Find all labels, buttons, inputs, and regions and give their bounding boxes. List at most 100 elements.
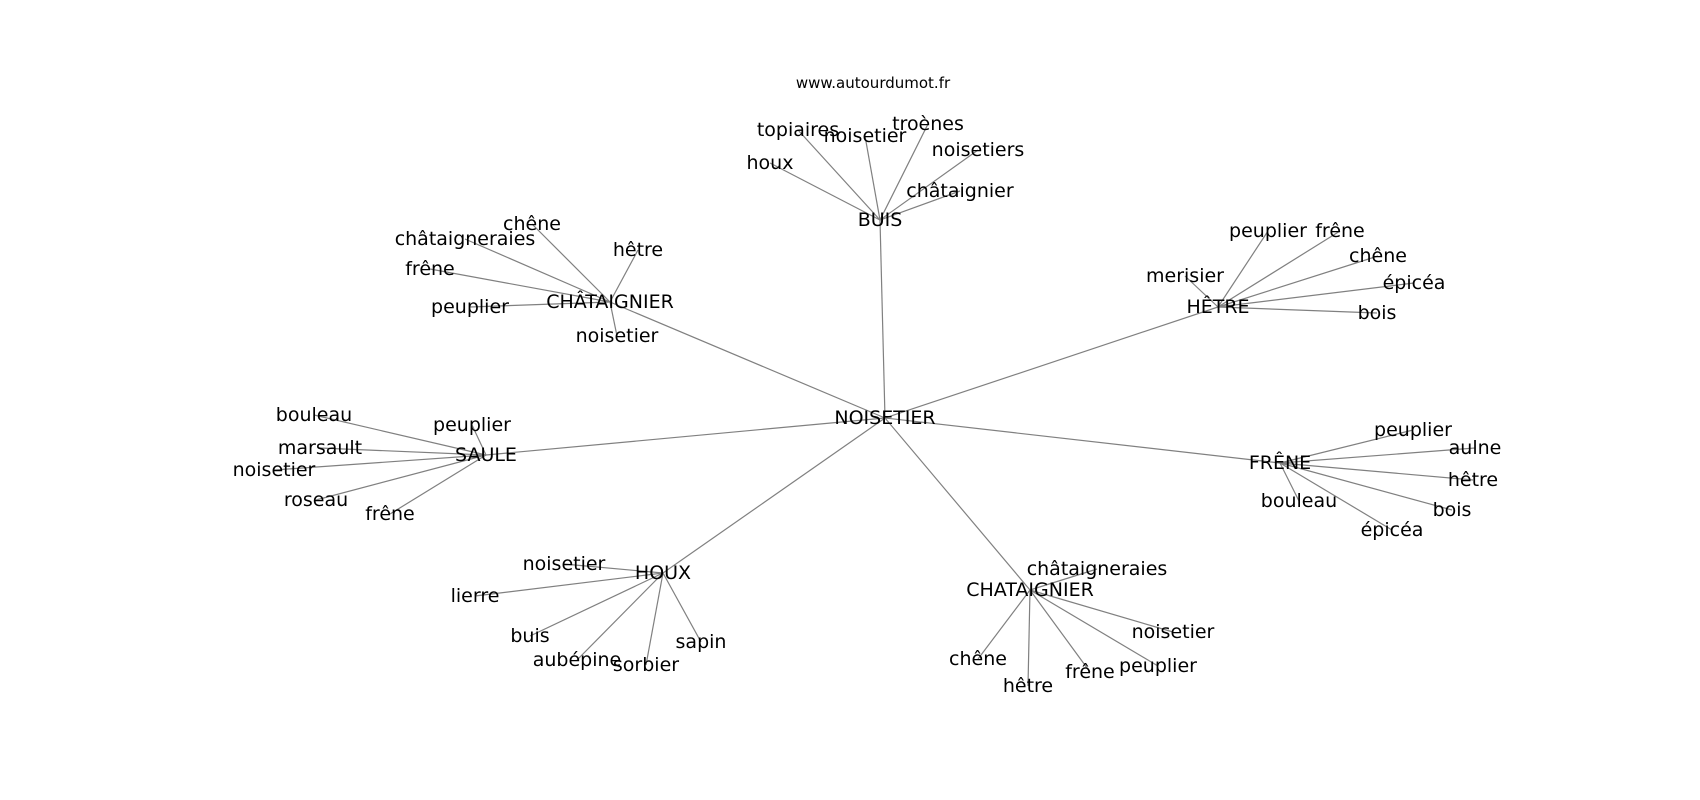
edge-buis-topiaires [797, 129, 881, 221]
node-leaf-peuplier[interactable]: peuplier [1229, 220, 1307, 242]
node-leaf-hetre[interactable]: hêtre [1003, 675, 1053, 697]
edge-saule-roseau [315, 454, 487, 501]
edge-hetre-bois [1217, 306, 1378, 314]
node-leaf-aubepine[interactable]: aubépine [533, 649, 622, 671]
edge-chataignier-peuplier [1029, 589, 1159, 667]
edge-center-houx [662, 417, 886, 574]
edge-frene-peuplier [1279, 429, 1414, 464]
edge-chataignier-chataigneraies [1029, 568, 1098, 591]
node-leaf-chataigneraies[interactable]: châtaigneraies [395, 228, 536, 250]
node-leaf-marsault[interactable]: marsault [278, 437, 362, 459]
node-leaf-chataigneraies[interactable]: châtaigneraies [1027, 558, 1168, 580]
edge-frene-bois [1279, 462, 1453, 511]
edge-houx-sapin [662, 572, 702, 643]
edge-saule-bouleau [313, 414, 487, 456]
labels: NOISETIERBUIShouxtopiairesnoisetiertroèn… [233, 113, 1502, 697]
edge-chataignier-noisetier [609, 301, 618, 337]
edge-hetre-frene [1217, 230, 1341, 308]
edge-center-chataignier [884, 417, 1031, 591]
edge-frene-epicea [1279, 462, 1393, 531]
edge-center-hetre [884, 306, 1219, 419]
node-hub-hetre[interactable]: HÊTRE [1186, 295, 1249, 318]
node-leaf-chataignier[interactable]: châtaignier [906, 180, 1014, 202]
edge-saule-marsault [319, 447, 487, 456]
edge-houx-aubepine [576, 572, 664, 661]
edge-center-chataignier [609, 301, 886, 419]
edge-chataignier-chene [977, 589, 1031, 660]
edge-chataignier-noisetier [1029, 589, 1174, 633]
edge-frene-hetre [1279, 462, 1474, 481]
node-leaf-bois[interactable]: bois [1433, 499, 1472, 521]
node-center[interactable]: NOISETIER [834, 407, 935, 429]
edge-buis-noisetier [864, 135, 881, 221]
node-leaf-frene[interactable]: frêne [405, 258, 455, 280]
node-leaf-troenes[interactable]: troènes [892, 113, 964, 135]
edge-frene-aulne [1279, 447, 1476, 464]
edge-buis-houx [769, 162, 881, 221]
node-hub-saule[interactable]: SAULE [455, 444, 517, 466]
edge-center-frene [884, 417, 1281, 464]
node-leaf-frene[interactable]: frêne [1315, 220, 1365, 242]
node-hub-frene[interactable]: FRÊNE [1249, 451, 1311, 474]
node-leaf-bouleau[interactable]: bouleau [1261, 490, 1337, 512]
node-leaf-lierre[interactable]: lierre [451, 585, 500, 607]
node-leaf-noisetier[interactable]: noisetier [1132, 621, 1215, 643]
node-hub-chataignier[interactable]: CHÂTAIGNIER [546, 290, 674, 313]
node-leaf-peuplier[interactable]: peuplier [431, 296, 509, 318]
node-leaf-topiaires[interactable]: topiaires [757, 119, 839, 141]
edge-frene-bouleau [1279, 462, 1300, 502]
node-leaf-roseau[interactable]: roseau [284, 489, 348, 511]
node-leaf-peuplier[interactable]: peuplier [433, 414, 511, 436]
node-leaf-aulne[interactable]: aulne [1449, 437, 1502, 459]
node-leaf-sorbier[interactable]: sorbier [613, 654, 679, 676]
node-leaf-hetre[interactable]: hêtre [1448, 469, 1498, 491]
edge-saule-noisetier [273, 454, 487, 471]
edge-buis-troenes [879, 123, 929, 221]
edge-center-saule [485, 417, 886, 456]
edge-chataignier-chene [531, 223, 611, 303]
node-leaf-chene[interactable]: chêne [503, 213, 561, 235]
edge-chataignier-frene [429, 268, 611, 303]
node-leaf-bois[interactable]: bois [1358, 302, 1397, 324]
edges [273, 123, 1476, 687]
node-leaf-houx[interactable]: houx [747, 152, 794, 174]
node-leaf-buis[interactable]: buis [510, 625, 549, 647]
node-leaf-noisetier[interactable]: noisetier [576, 325, 659, 347]
edge-hetre-epicea [1217, 282, 1415, 308]
node-leaf-sapin[interactable]: sapin [676, 631, 727, 653]
node-leaf-noisetier[interactable]: noisetier [523, 553, 606, 575]
node-leaf-merisier[interactable]: merisier [1146, 265, 1224, 287]
edge-hetre-chene [1217, 255, 1379, 308]
edge-saule-peuplier [471, 424, 487, 456]
node-leaf-frene[interactable]: frêne [365, 503, 415, 525]
edge-houx-lierre [474, 572, 664, 597]
node-leaf-frene[interactable]: frêne [1065, 661, 1115, 683]
node-leaf-noisetier[interactable]: noisetier [233, 459, 316, 481]
node-hub-chataignier[interactable]: CHATAIGNIER [966, 579, 1094, 601]
edge-chataignier-hetre [1027, 589, 1031, 687]
edge-chataignier-hetre [609, 249, 639, 303]
edge-buis-noisetiers [879, 149, 979, 221]
edge-buis-chataignier [879, 190, 961, 221]
edge-houx-buis [529, 572, 664, 637]
node-leaf-bouleau[interactable]: bouleau [276, 404, 352, 426]
source-url: www.autourdumot.fr [796, 74, 951, 92]
node-leaf-epicea[interactable]: épicéa [1383, 272, 1446, 294]
node-leaf-chene[interactable]: chêne [1349, 245, 1407, 267]
node-leaf-chene[interactable]: chêne [949, 648, 1007, 670]
edge-center-buis [879, 219, 886, 419]
edge-chataignier-peuplier [469, 301, 611, 308]
node-hub-buis[interactable]: BUIS [858, 209, 903, 231]
node-leaf-noisetier[interactable]: noisetier [824, 125, 907, 147]
edge-hetre-peuplier [1217, 230, 1269, 308]
node-leaf-peuplier[interactable]: peuplier [1374, 419, 1452, 441]
node-leaf-epicea[interactable]: épicéa [1361, 519, 1424, 541]
node-leaf-peuplier[interactable]: peuplier [1119, 655, 1197, 677]
node-leaf-noisetiers[interactable]: noisetiers [932, 139, 1025, 161]
edge-houx-sorbier [645, 572, 664, 666]
node-hub-houx[interactable]: HOUX [635, 562, 691, 584]
edge-hetre-merisier [1184, 275, 1219, 308]
edge-chataignier-frene [1029, 589, 1091, 673]
node-leaf-hetre[interactable]: hêtre [613, 239, 663, 261]
